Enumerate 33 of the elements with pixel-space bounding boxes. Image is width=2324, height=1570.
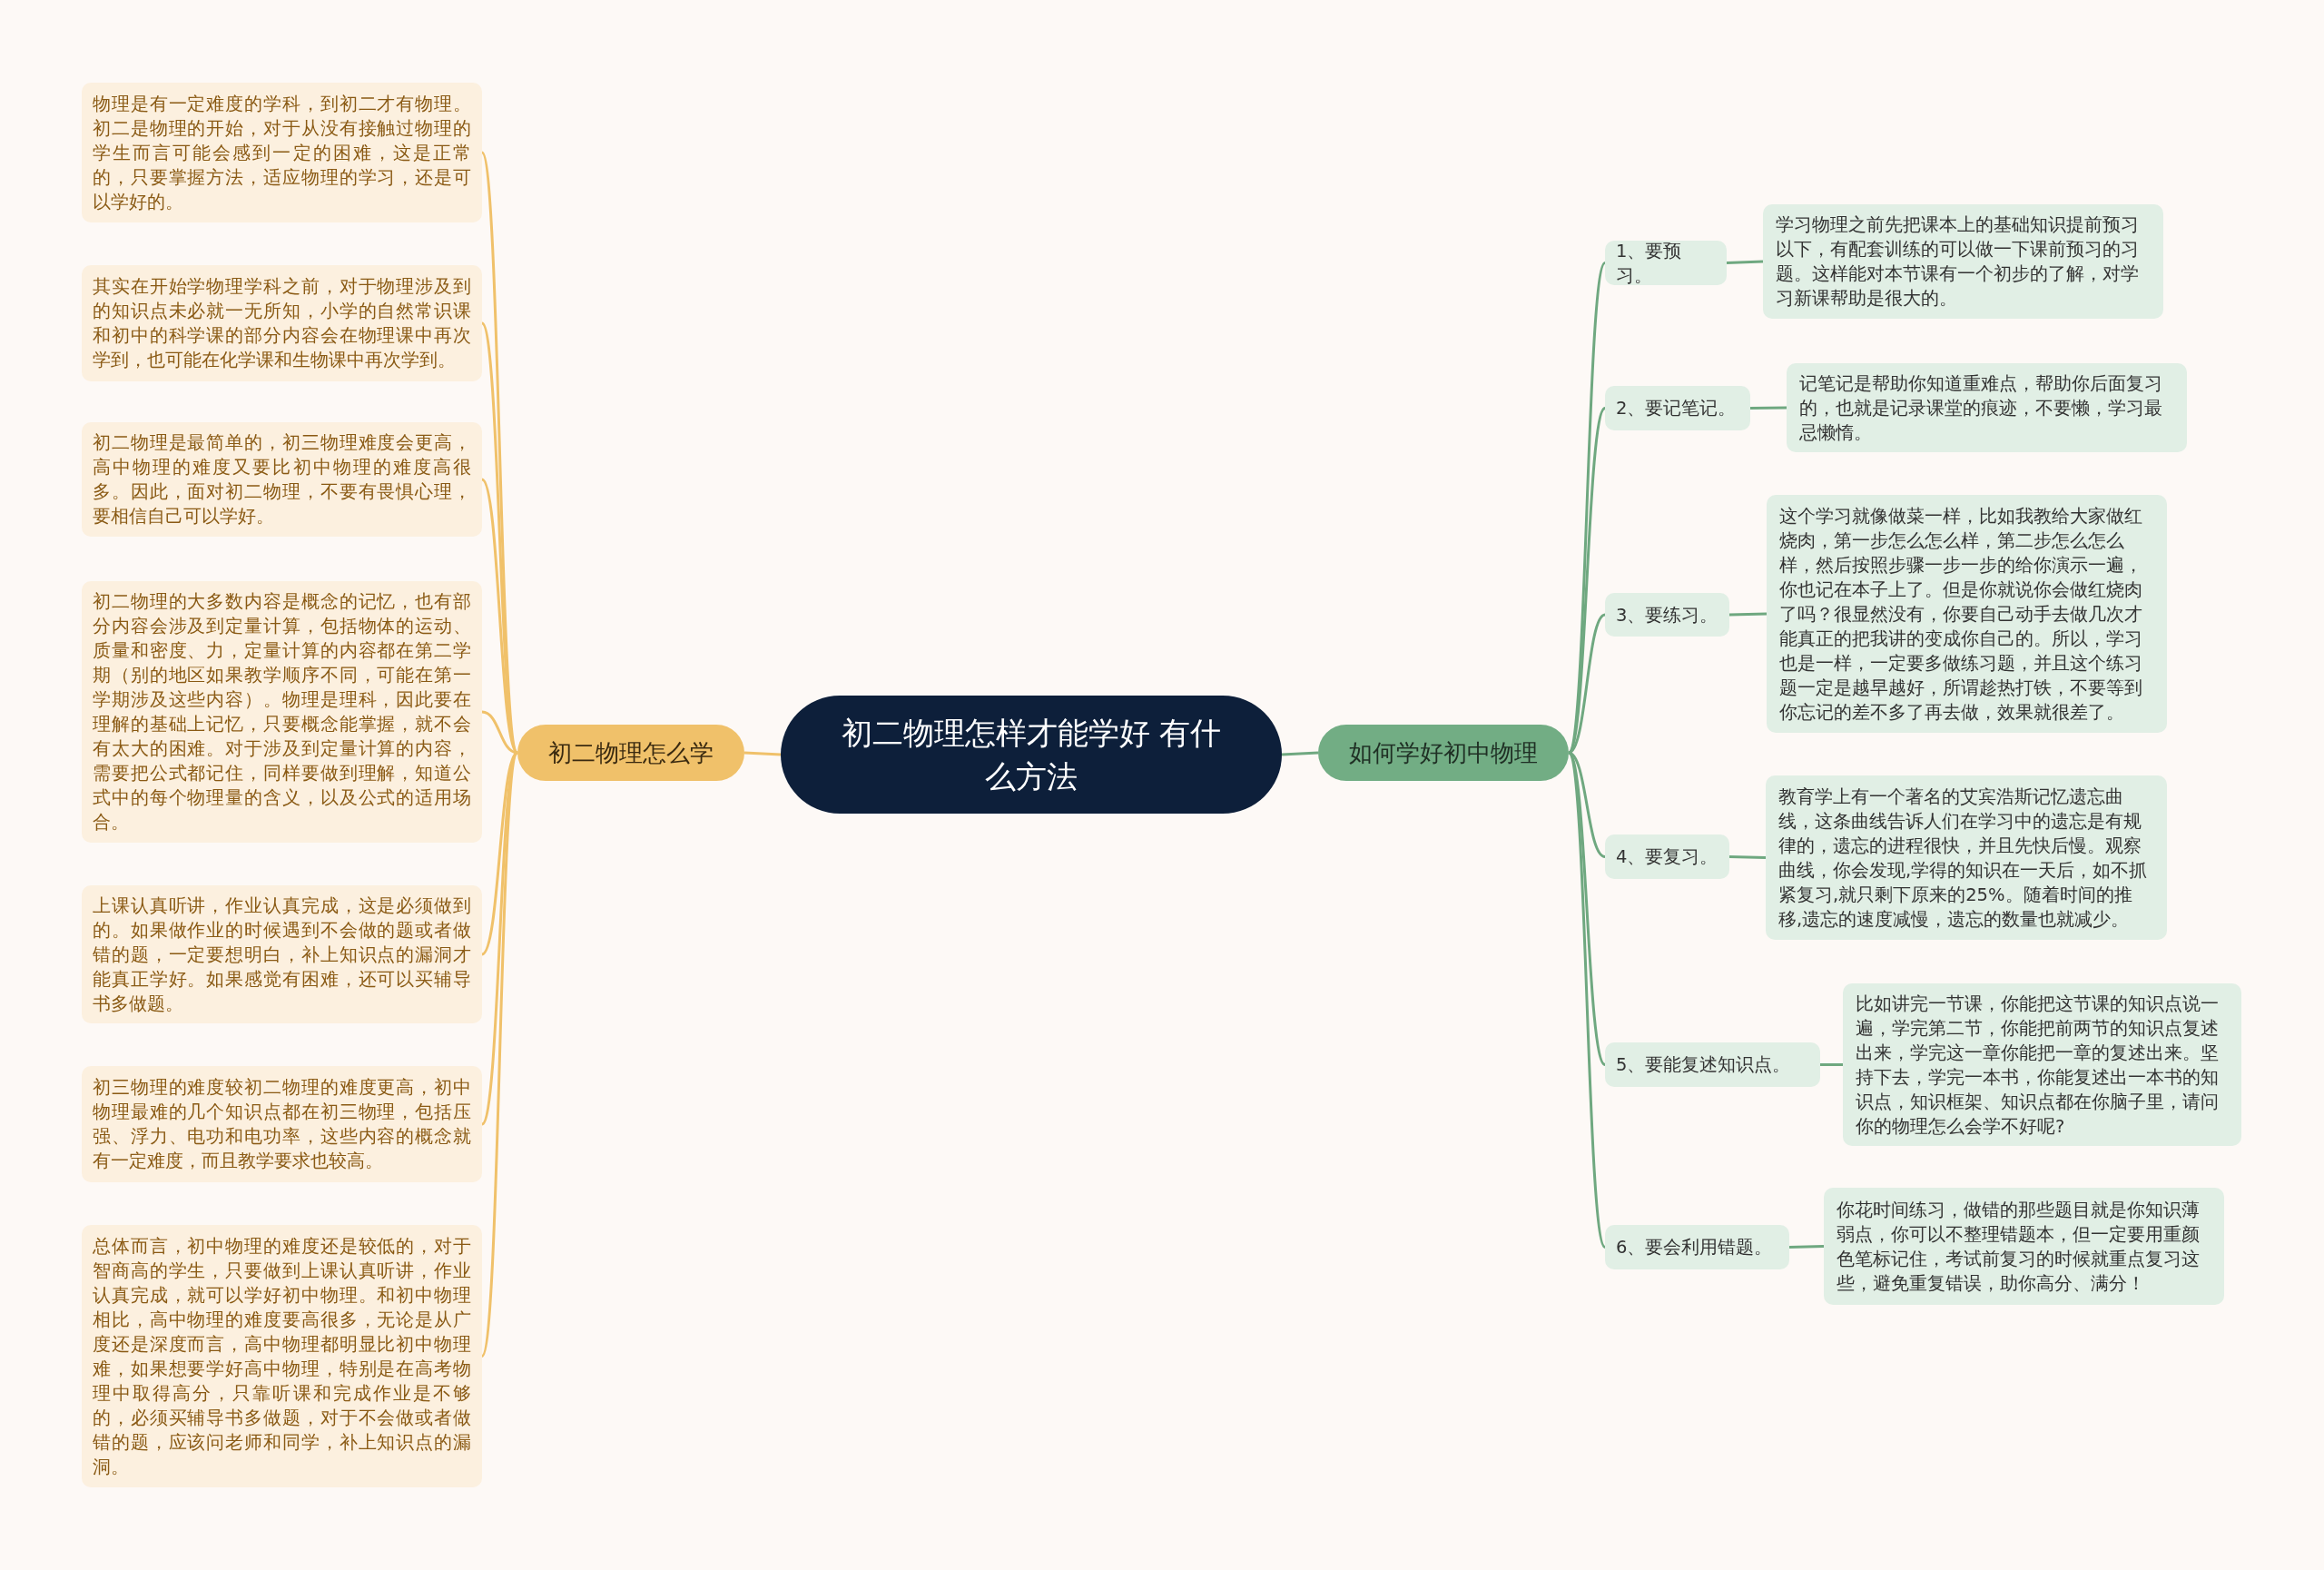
note-card: 物理是有一定难度的学科，到初二才有物理。初二是物理的开始，对于从没有接触过物理的学生而言可能会感到一定的困难，这是正常的，只要掌握方法，适应物理的学习，还是可以学好的。 — [82, 83, 482, 222]
note-card: 初二物理的大多数内容是概念的记忆，也有部分内容会涉及到定量计算，包括物体的运动、质量和密度、力，定量计算的内容都在第二学期（别的地区如果教学顺序不同，可能在第一学期涉及这些内容）。物理是理科，因此要在理解的基础上记忆，只要概念能掌握，就不会有太大的困难。对于涉及到定量计算的内容，需要把公式都记住，同样要做到理解，知道公式中的每个物理量的含义，以及公式的适用场合。 — [82, 581, 482, 843]
note-card: 比如讲完一节课，你能把这节课的知识点说一遍，学完第二节，你能把前两节的知识点复述出来，学完这一章你能把一章的复述出来。坚持下去，学完一本书，你能复述出一本书的知识点，知识框架、知识点都在你脑子里，请问你的物理怎么会学不好呢? — [1843, 983, 2241, 1146]
connector-line — [1726, 260, 1764, 264]
subtopic-box: 4、要复习。 — [1605, 834, 1729, 879]
note-card: 初三物理的难度较初二物理的难度更高，初中物理最难的几个知识点都在初三物理，包括压强、浮力、电功和电功率，这些内容的概念就有一定难度，而且教学要求也较高。 — [82, 1066, 482, 1182]
branch-topic: 如何学好初中物理 — [1318, 725, 1569, 781]
connector-line — [1788, 1245, 1825, 1249]
note-card: 上课认真听讲，作业认真完成，这是必须做到的。如果做作业的时候遇到不会做的题或者做错的题，一定要想明白，补上知识点的漏洞才能真正学好。如果感觉有困难，还可以买辅导书多做题。 — [82, 885, 482, 1023]
connector-line — [480, 752, 519, 1357]
note-card: 记笔记是帮助你知道重难点，帮助你后面复习的，也就是记录课堂的痕迹，不要懒，学习最忌懒惰。 — [1787, 363, 2187, 452]
note-card: 其实在开始学物理学科之前，对于物理涉及到的知识点未必就一无所知，小学的自然常识课和初中的科学课的部分内容会在物理课中再次学到，也可能在化学课和生物课中再次学到。 — [82, 265, 482, 381]
note-card: 学习物理之前先把课本上的基础知识提前预习以下，有配套训练的可以做一下课前预习的习题。这样能对本节课有一个初步的了解，对学习新课帮助是很大的。 — [1763, 204, 2163, 319]
connector-line — [1820, 1063, 1843, 1066]
branch-topic: 初二物理怎么学 — [517, 725, 744, 781]
note-card: 这个学习就像做菜一样，比如我教给大家做红烧肉，第一步怎么怎么样，第二步怎么怎么样，然后按照步骤一步一步的给你演示一遍，你也记在本子上了。但是你就说你会做红烧肉了吗？很显然没有，你要自己动手去做几次才能真正的把我讲的变成你自己的。所以，学习也是一样，一定要多做练习题，并且这个练习题一定是越早越好，所谓趁热打铁，不要等到你忘记的差不多了再去做，效果就很差了。 — [1767, 495, 2167, 733]
note-card: 你花时间练习，做错的那些题目就是你知识薄弱点，你可以不整理错题本，但一定要用重颜色笔标记住，考试前复习的时候就重点复习这些，避免重复错误，助你高分、满分！ — [1824, 1188, 2224, 1305]
subtopic-box: 6、要会利用错题。 — [1605, 1225, 1789, 1269]
note-card: 教育学上有一个著名的艾宾浩斯记忆遗忘曲线，这条曲线告诉人们在学习中的遗忘是有规律的，遗忘的进程很快，并且先快后慢。观察曲线，你会发现,学得的知识在一天后，如不抓紧复习,就只剩下原来的25%。随着时间的推移,遗忘的速度减慢，遗忘的数量也就减少。 — [1766, 775, 2167, 940]
note-card: 总体而言，初中物理的难度还是较低的，对于智商高的学生，只要做到上课认真听讲，作业认真完成，就可以学好初中物理。和初中物理相比，高中物理的难度要高很多，无论是从广度还是深度而言，高中物理都明显比初中物理难，如果想要学好高中物理，特别是在高考物理中取得高分，只靠听课和完成作业是不够的，必须买辅导书多做题，对于不会做或者做错的题，应该问老师和同学，补上知识点的漏洞。 — [82, 1225, 482, 1487]
connector-line — [1728, 855, 1767, 859]
connector-line — [743, 751, 782, 756]
subtopic-box: 2、要记笔记。 — [1605, 386, 1750, 430]
subtopic-box: 5、要能复述知识点。 — [1605, 1042, 1820, 1087]
central-topic: 初二物理怎样才能学好 有什么方法 — [781, 696, 1282, 814]
connector-line — [1749, 406, 1787, 410]
connector-line — [1567, 407, 1607, 754]
note-card: 初二物理是最简单的，初三物理难度会更高，高中物理的难度又要比初中物理的难度高很多。因此，面对初二物理，不要有畏惧心理，要相信自己可以学好。 — [82, 422, 482, 537]
connector-line — [1728, 612, 1768, 617]
connector-line — [1281, 751, 1319, 756]
subtopic-box: 3、要练习。 — [1605, 593, 1729, 637]
subtopic-box: 1、要预习。 — [1605, 241, 1727, 285]
connector-line — [1567, 752, 1607, 1249]
